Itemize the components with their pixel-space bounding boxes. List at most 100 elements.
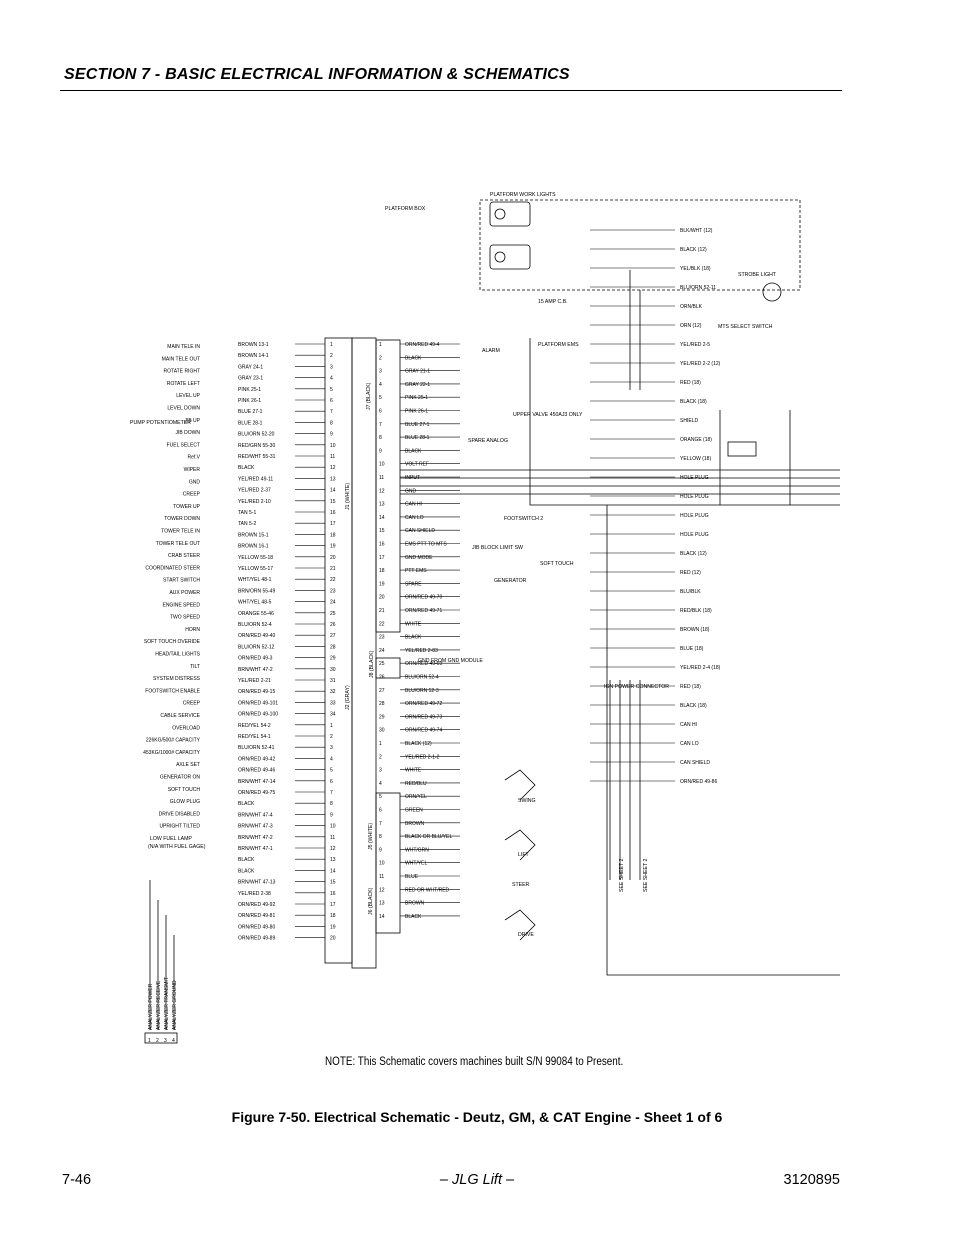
pin-number: 13 [330,857,336,863]
pin-number: 19 [330,924,336,930]
connector-j8-label: J8 (BLACK) [369,650,375,678]
wire-label: ORN/RED 49-89 [238,936,275,942]
function-label: JIB DOWN [176,430,201,436]
drive-pot-icon [504,909,536,941]
wire-label: GRAY 21-1 [405,369,430,375]
pin-number: 22 [379,621,385,627]
wire-label: BRN/WHT 47-13 [238,880,276,886]
pin-number: 3 [379,768,382,774]
analyzer-pin: 3 [164,1038,167,1044]
wire-label: BLACK (18) [680,703,707,709]
wire-label: PINK 25-1 [405,395,428,401]
upper-valve-label: UPPER VALVE 450AJ3 ONLY [513,412,583,418]
wire-label: YEL/RED 2-37 [238,488,271,494]
pin-number: 11 [330,454,335,460]
wire-label: RED/GRN 55-30 [238,443,275,449]
function-label: 453KG/1000# CAPACITY [143,750,201,756]
wire-label: BLU/ORN 52-12 [238,644,275,650]
pin-number: 1 [379,741,382,747]
function-label: DRIVE DISABLED [159,811,201,817]
pin-number: 16 [330,891,336,897]
wire-label: WHT/GRN [405,847,429,853]
analyzer-pin: 1 [148,1038,151,1044]
pin-number: 13 [379,502,385,508]
wire-label: BRN/WHT 47-3 [238,824,273,830]
function-label: GND [189,479,201,485]
wire-label: RED (12) [680,570,701,576]
wire-label: TAN 5-1 [238,510,256,516]
pin-number: 5 [379,395,382,401]
wire-label: BLK/WHT (12) [680,228,713,234]
connector-j2-label: J2 (GRAY) [345,685,351,710]
wire-label: YELLOW 55-17 [238,566,273,572]
pin-number: 5 [379,794,382,800]
wire-label: BRN/ORN 55-49 [238,588,275,594]
wire-label: BLU/ORN 52-4 [238,622,272,628]
connector-j6-label: J6 (BLACK) [368,887,374,915]
pin-number: 8 [379,834,382,840]
function-label: AUX POWER [169,590,200,596]
wire-label: RED (18) [680,684,701,690]
section-title: SECTION 7 - BASIC ELECTRICAL INFORMATION… [64,66,570,83]
pin-number: 8 [379,435,382,441]
wire-label: BLACK [238,868,255,874]
pin-number: 19 [379,581,385,587]
wire-label: BLACK (12) [405,741,432,747]
wire-label: WHITE [405,768,422,774]
wire-label: RED/WHT 55-31 [238,454,276,460]
wire-label: BLACK [238,465,255,471]
wire-label: BRN/WHT 47-4 [238,812,273,818]
pin-number: 1 [330,723,333,729]
function-label: AXLE SET [176,762,200,768]
strobe-light-label: STROBE LIGHT [738,272,777,278]
function-label: CABLE SERVICE [160,713,200,719]
pin-number: 8 [330,420,333,426]
wire-label: BRN/WHT 47-1 [238,846,273,852]
function-label: WIPER [184,467,201,473]
wire-label: BRN/WHT 47-14 [238,779,276,785]
ign-power-connector-label: IGN POWER CONNECTOR [604,684,669,690]
wire-label: YEL/BLK (18) [680,266,711,272]
wire-label: YEL/RED 2-21 [238,678,271,684]
wire-label: GRAY 24-1 [238,364,263,370]
wire-label: HOLE PLUG [680,513,709,519]
wire-label: EMS PTT TO MTS [405,542,447,548]
gnd-module-label: GND FROM GND MODULE [418,658,483,664]
function-label: TWO SPEED [170,615,200,621]
function-label: Ref.V [187,455,200,461]
function-label: MAIN TELE OUT [162,356,200,362]
pin-number: 11 [379,475,384,481]
wire-label: BLACK [405,448,422,454]
wire-label: BLACK [238,857,255,863]
function-label: GLOW PLUG [170,799,200,805]
function-label: OVERLOAD [172,725,200,731]
wire-label: BLU/ORN 52-3 [405,688,439,694]
wire-label: BLACK [405,635,422,641]
wire-label: ORN/RED 49-75 [238,790,275,796]
wire-label: YEL/RED 2-38 [238,891,271,897]
connector-j5-label: J5 (WHITE) [368,823,374,850]
wire-label: ORN/RED 49-70 [405,595,442,601]
pin-number: 17 [330,902,336,908]
wire-label: CAN SHIELD [680,760,710,766]
pin-number: 6 [330,779,333,785]
analyzer-connector [144,1032,178,1044]
wire-label: BLACK (12) [680,247,707,253]
wire-label: SHIELD [680,418,698,424]
pin-number: 3 [379,369,382,375]
pin-number: 7 [379,422,382,428]
wire-label: ORN/RED 49-69 [405,661,442,667]
analyzer-label: ANALYZER RECEIVE [156,980,162,1030]
wire-label: GND [405,488,417,494]
wire-label: ORANGE 55-46 [238,611,274,617]
footswitch-2-label: FOOTSWITCH 2 [504,516,543,522]
wire-label: YEL/RED 2-2 (12) [680,361,721,367]
pin-number: 17 [330,521,336,527]
pin-number: 17 [379,555,385,561]
wire-label: ORN/RED 49-3 [238,656,273,662]
wire-label: ORN/RED 49-101 [238,700,278,706]
wire-label: WHT/YEL 48-5 [238,600,272,606]
pin-number: 6 [379,808,382,814]
pin-number: 1 [379,342,382,348]
